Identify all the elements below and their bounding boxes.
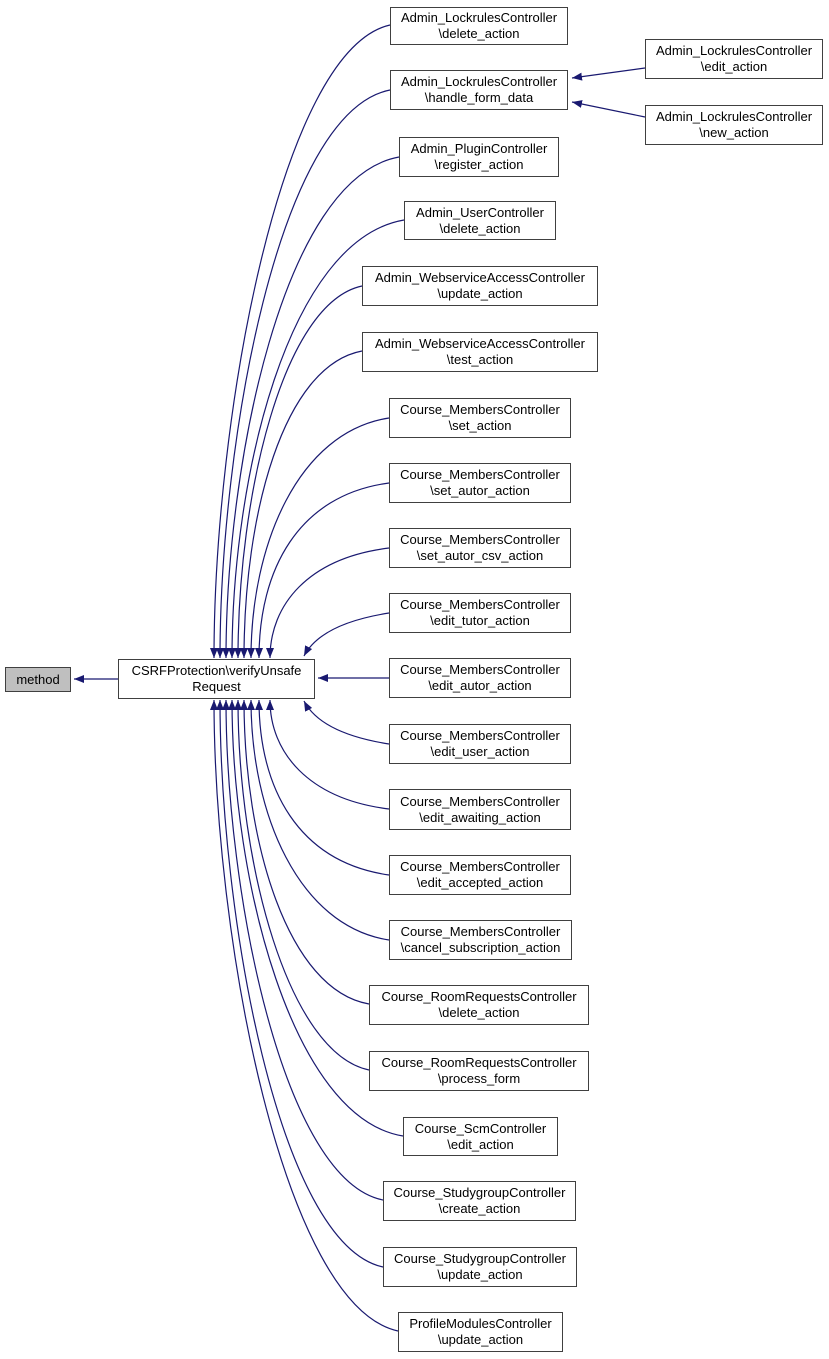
edge-roomrequests-process-form	[234, 699, 370, 1071]
node-course-studygroup-create-action[interactable]: Course_StudygroupController \create_acti…	[383, 1181, 576, 1221]
edge-members-edit-tutor	[303, 612, 390, 657]
edge-members-edit-user	[303, 700, 390, 745]
edge-webservice-test	[240, 350, 363, 659]
edge-members-edit-awaiting	[266, 699, 390, 810]
edge-members-set-autor-csv	[266, 547, 390, 659]
node-csrf-verify-unsafe-request[interactable]: CSRFProtection\verifyUnsafe Request	[118, 659, 315, 699]
node-course-members-edit-autor-action[interactable]: Course_MembersController \edit_autor_act…	[389, 658, 571, 698]
node-method[interactable]: method	[5, 667, 71, 692]
edge-plugin-register	[222, 156, 400, 659]
edge-lockrules-edit-to-handle	[571, 67, 646, 81]
node-course-members-set-action[interactable]: Course_MembersController \set_action	[389, 398, 571, 438]
node-course-members-edit-user-action[interactable]: Course_MembersController \edit_user_acti…	[389, 724, 571, 764]
edge-members-edit-accepted	[255, 699, 390, 876]
node-admin-webservice-test-action[interactable]: Admin_WebserviceAccessController \test_a…	[362, 332, 598, 372]
edge-members-cancel-subscription	[247, 699, 390, 941]
node-course-members-edit-accepted-action[interactable]: Course_MembersController \edit_accepted_…	[389, 855, 571, 895]
edge-lockrules-new-to-handle	[571, 100, 646, 118]
node-course-scm-edit-action[interactable]: Course_ScmController \edit_action	[403, 1117, 558, 1156]
node-course-members-edit-awaiting-action[interactable]: Course_MembersController \edit_awaiting_…	[389, 789, 571, 830]
node-admin-lockrules-handle-form-data[interactable]: Admin_LockrulesController \handle_form_d…	[390, 70, 568, 110]
node-course-members-set-autor-action[interactable]: Course_MembersController \set_autor_acti…	[389, 463, 571, 503]
node-admin-lockrules-edit-action[interactable]: Admin_LockrulesController \edit_action	[645, 39, 823, 79]
edge-studygroup-create	[222, 699, 384, 1201]
node-course-roomrequests-delete-action[interactable]: Course_RoomRequestsController \delete_ac…	[369, 985, 589, 1025]
node-course-members-edit-tutor-action[interactable]: Course_MembersController \edit_tutor_act…	[389, 593, 571, 633]
edge-webservice-update	[234, 285, 363, 659]
node-profile-modules-update-action[interactable]: ProfileModulesController \update_action	[398, 1312, 563, 1352]
edge-roomrequests-delete	[240, 699, 370, 1005]
node-course-members-cancel-subscription-action[interactable]: Course_MembersController \cancel_subscri…	[389, 920, 572, 960]
edge-studygroup-update	[216, 699, 384, 1268]
edge-members-set-autor	[255, 482, 390, 659]
edge-members-set	[247, 417, 390, 659]
node-course-studygroup-update-action[interactable]: Course_StudygroupController \update_acti…	[383, 1247, 577, 1287]
node-admin-webservice-update-action[interactable]: Admin_WebserviceAccessController \update…	[362, 266, 598, 306]
node-course-members-set-autor-csv-action[interactable]: Course_MembersController \set_autor_csv_…	[389, 528, 571, 568]
node-admin-plugin-register-action[interactable]: Admin_PluginController \register_action	[399, 137, 559, 177]
node-admin-lockrules-delete-action[interactable]: Admin_LockrulesController \delete_action	[390, 7, 568, 45]
node-course-roomrequests-process-form[interactable]: Course_RoomRequestsController \process_f…	[369, 1051, 589, 1091]
edge-lockrules-handle-form	[216, 89, 391, 659]
node-admin-lockrules-new-action[interactable]: Admin_LockrulesController \new_action	[645, 105, 823, 145]
node-admin-user-delete-action[interactable]: Admin_UserController \delete_action	[404, 201, 556, 240]
